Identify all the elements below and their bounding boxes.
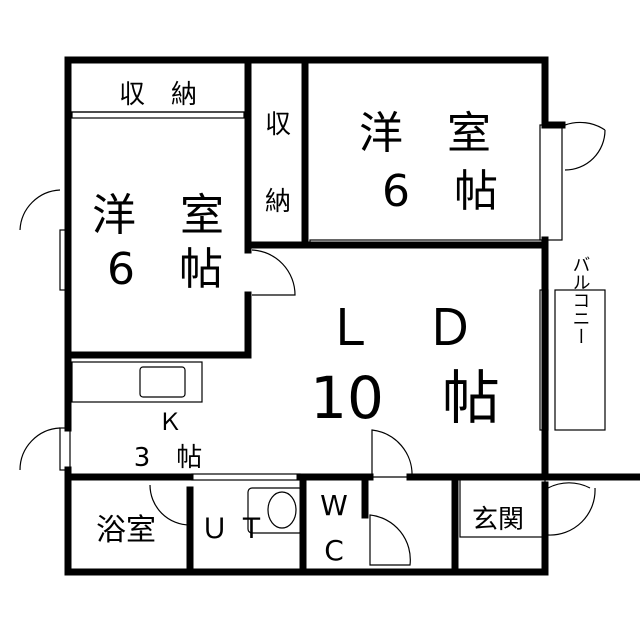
balcony-box bbox=[554, 289, 606, 431]
western-right-size: 6 帖 bbox=[382, 166, 498, 217]
kitchen-size: 3 帖 bbox=[134, 443, 203, 473]
door-swing bbox=[251, 249, 296, 296]
balcony-label: バルコニー bbox=[570, 255, 591, 345]
storage-right-label-top: 収 bbox=[265, 110, 291, 140]
bath-label: 浴室 bbox=[96, 513, 156, 548]
door-swing bbox=[19, 427, 61, 471]
kitchen-name: Ｋ bbox=[158, 408, 182, 436]
door-swing bbox=[371, 429, 413, 478]
door-swing bbox=[369, 514, 411, 566]
door-swing bbox=[149, 484, 191, 526]
sink-icon bbox=[139, 366, 186, 398]
toilet-icon bbox=[267, 491, 297, 529]
wc-label-c: C bbox=[324, 534, 344, 567]
ut-label: Ｕ Ｔ bbox=[201, 512, 266, 545]
door-swing bbox=[547, 482, 596, 536]
storage-right-label-bottom: 納 bbox=[265, 187, 291, 217]
western-left-name: 洋 室 bbox=[92, 190, 224, 241]
fixtures bbox=[19, 111, 606, 566]
entrance-label: 玄関 bbox=[472, 505, 524, 535]
ld-name: Ｌ Ｄ bbox=[325, 299, 475, 357]
ld-size: 10 帖 bbox=[310, 364, 500, 432]
western-left-size: 6 帖 bbox=[107, 244, 223, 295]
western-right-name: 洋 室 bbox=[359, 108, 491, 159]
walls bbox=[64, 56, 640, 576]
kitchen-counter bbox=[71, 361, 203, 403]
wc-label-w: W bbox=[320, 489, 348, 522]
storage-left-label: 収 納 bbox=[119, 80, 197, 110]
door-swing bbox=[19, 189, 61, 231]
